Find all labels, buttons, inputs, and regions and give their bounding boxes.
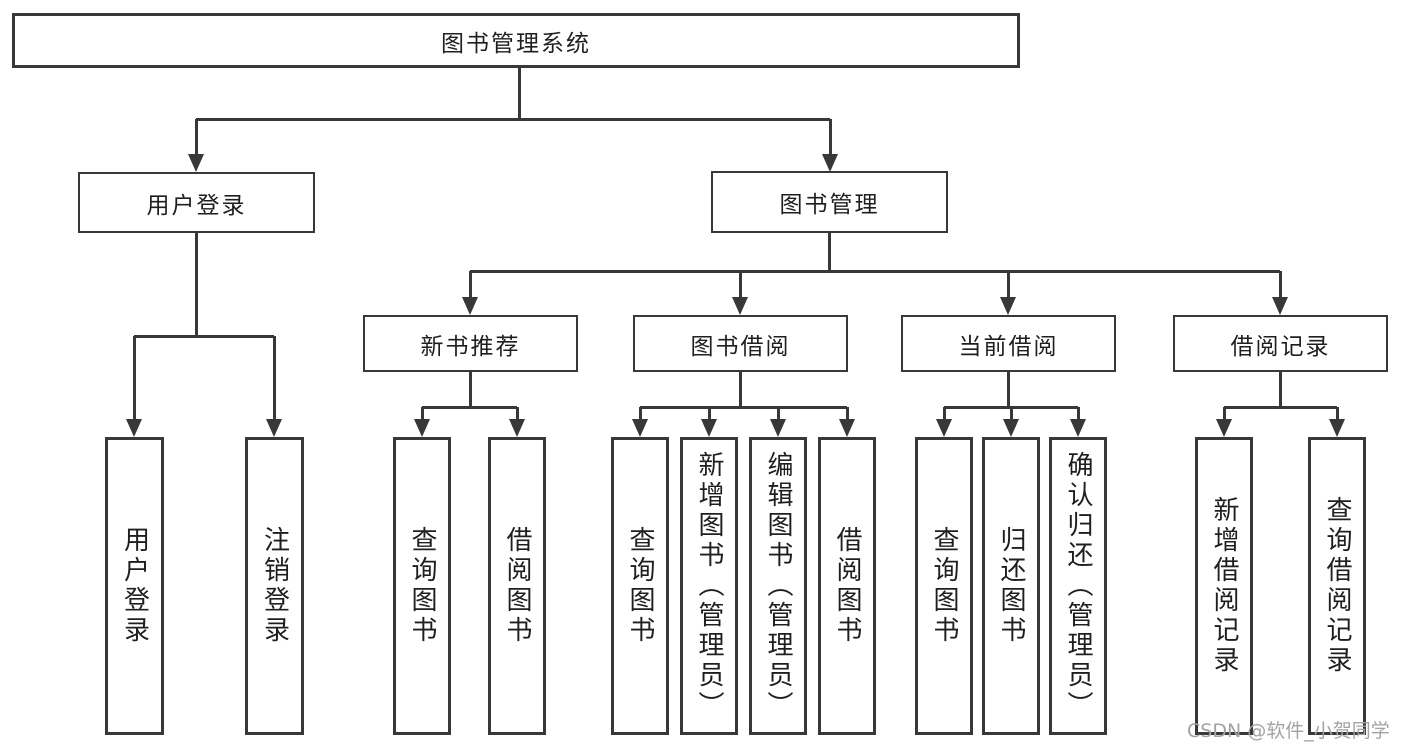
node-label: 确认归还（管理员）	[1063, 451, 1093, 721]
connector-line	[468, 372, 472, 407]
arrow-down-icon	[126, 419, 142, 437]
leaf-borrowing-add-books-admin: 新增图书（管理员）	[680, 437, 738, 735]
connector-line	[517, 68, 521, 119]
connector-line	[1006, 372, 1010, 407]
arrow-down-icon	[839, 419, 855, 437]
node-borrowing-records: 借阅记录	[1173, 315, 1388, 372]
node-label: 图书管理系统	[441, 30, 591, 57]
node-book-borrowing: 图书借阅	[633, 315, 848, 372]
connector-line	[738, 372, 742, 407]
arrow-down-icon	[770, 419, 786, 437]
leaf-logout: 注销登录	[245, 437, 304, 735]
connector-line	[1076, 407, 1080, 421]
arrow-down-icon	[414, 419, 430, 437]
connector-line	[422, 405, 517, 409]
connector-line	[194, 119, 198, 156]
connector-line	[194, 233, 198, 336]
node-label: 图书管理	[779, 192, 880, 218]
arrow-down-icon	[936, 419, 952, 437]
leaf-borrowing-edit-books-admin: 编辑图书（管理员）	[749, 437, 807, 735]
node-current-borrowing: 当前借阅	[901, 315, 1116, 372]
leaf-current-query-books: 查询图书	[915, 437, 973, 735]
arrow-down-icon	[1000, 297, 1016, 315]
arrow-down-icon	[1329, 419, 1345, 437]
leaf-current-confirm-return-admin: 确认归还（管理员）	[1049, 437, 1107, 735]
node-label: 新书推荐	[420, 333, 521, 360]
node-book-management: 图书管理	[711, 171, 948, 233]
arrow-down-icon	[732, 297, 748, 315]
connector-line	[1006, 271, 1010, 298]
leaf-records-query-record: 查询借阅记录	[1308, 437, 1366, 735]
node-label: 用户登录	[119, 526, 150, 646]
connector-line	[640, 405, 847, 409]
connector-line	[1224, 405, 1337, 409]
leaf-current-return-books: 归还图书	[982, 437, 1040, 735]
connector-line	[638, 407, 642, 421]
node-label: 借阅图书	[832, 526, 862, 646]
arrow-down-icon	[462, 297, 478, 315]
connector-line	[707, 407, 711, 421]
node-label: 借阅记录	[1230, 333, 1331, 360]
arrow-down-icon	[701, 419, 717, 437]
node-label: 归还图书	[996, 526, 1026, 646]
connector-line	[1278, 372, 1282, 407]
leaf-newrec-query-books: 查询图书	[393, 437, 451, 735]
arrow-down-icon	[822, 154, 838, 172]
leaf-borrowing-query-books: 查询图书	[611, 437, 669, 735]
node-label: 新增图书（管理员）	[694, 451, 724, 721]
leaf-user-login: 用户登录	[105, 437, 164, 735]
connector-line	[134, 334, 274, 338]
leaf-newrec-borrow-books: 借阅图书	[488, 437, 546, 735]
arrow-down-icon	[266, 419, 282, 437]
arrow-down-icon	[509, 419, 525, 437]
leaf-records-add-record: 新增借阅记录	[1195, 437, 1253, 735]
node-library-management-system: 图书管理系统	[12, 13, 1020, 68]
connector-line	[196, 117, 830, 121]
node-new-book-recommendation: 新书推荐	[363, 315, 578, 372]
connector-line	[942, 407, 946, 421]
connector-line	[845, 407, 849, 421]
connector-line	[828, 119, 832, 156]
connector-line	[468, 271, 472, 298]
connector-line	[738, 271, 742, 298]
node-label: 新增借阅记录	[1209, 496, 1239, 676]
arrow-down-icon	[1216, 419, 1232, 437]
node-label: 查询图书	[407, 526, 437, 646]
connector-line	[420, 407, 424, 421]
connector-line	[272, 336, 276, 420]
connector-line	[827, 233, 831, 271]
connector-line	[1278, 271, 1282, 298]
node-label: 查询图书	[929, 526, 959, 646]
node-label: 查询借阅记录	[1322, 496, 1352, 676]
connector-line	[776, 407, 780, 421]
connector-line	[1222, 407, 1226, 421]
node-label: 当前借阅	[958, 333, 1059, 360]
node-label: 用户登录	[146, 192, 247, 219]
node-label: 图书借阅	[690, 333, 791, 360]
connector-line	[470, 269, 1280, 273]
node-label: 借阅图书	[502, 526, 532, 646]
arrow-down-icon	[1272, 297, 1288, 315]
arrow-down-icon	[1070, 419, 1086, 437]
arrow-down-icon	[188, 154, 204, 172]
arrow-down-icon	[632, 419, 648, 437]
node-user-login: 用户登录	[78, 172, 315, 233]
arrow-down-icon	[1003, 419, 1019, 437]
connector-line	[132, 336, 136, 420]
connector-line	[515, 407, 519, 421]
connector-line	[1335, 407, 1339, 421]
connector-line	[1009, 407, 1013, 421]
leaf-borrowing-borrow-books: 借阅图书	[818, 437, 876, 735]
node-label: 查询图书	[625, 526, 655, 646]
node-label: 注销登录	[259, 526, 290, 646]
watermark: CSDN @软件_小贺同学	[1187, 720, 1390, 742]
node-label: 编辑图书（管理员）	[763, 451, 793, 721]
